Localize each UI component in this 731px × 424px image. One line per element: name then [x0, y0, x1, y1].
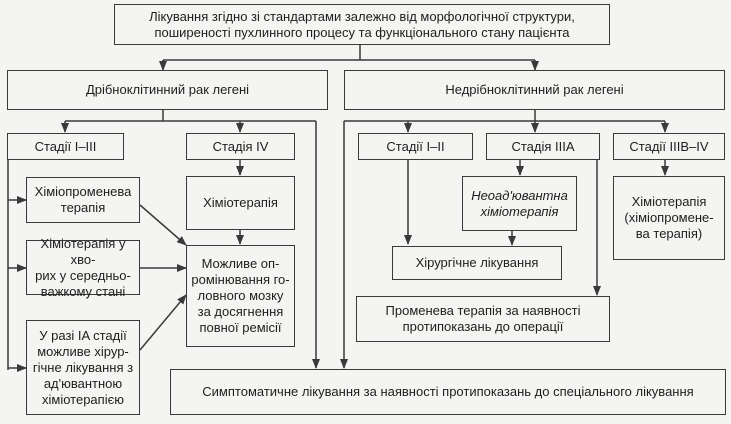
non-small-cell-branch-box: Недрібноклітинний рак легені: [344, 70, 725, 110]
stage-1-2-box: Стадії I–II: [358, 133, 473, 160]
top-box: Лікування згідно зі стандартами залежно …: [114, 4, 610, 45]
stage-1-3-box: Стадії I–III: [7, 133, 124, 160]
brain-irradiation-box: Можливе оп- ромінювання го- ловного мозк…: [186, 245, 295, 347]
stage-3a-box: Стадія IIIA: [486, 133, 600, 160]
radiation-box: Променева терапія за наявності протипока…: [356, 296, 610, 342]
chemo-radiation-box: Хіміотерапія (хіміопромене- ва терапія): [613, 176, 725, 260]
chemoradiation-box: Хіміопроменева терапія: [26, 177, 140, 223]
stage-4-box: Стадія IV: [186, 133, 295, 160]
neoadjuvant-box: Неоад'ювантна хіміотерапія: [462, 176, 577, 231]
stage-3b-4-box: Стадії IIIB–IV: [613, 133, 725, 160]
chemo-moderate-box: Хіміотерапія у хво- рих у середньо- важк…: [26, 236, 140, 299]
surgery-box: Хірургічне лікування: [392, 246, 562, 280]
small-cell-branch-box: Дрібноклітинний рак легені: [7, 70, 328, 110]
stage-ia-box: У разі IA стадії можливе хірур- гічне лі…: [26, 320, 140, 415]
chemotherapy-box: Хіміотерапія: [186, 176, 295, 230]
bottom-box: Симптоматичне лікування за наявності про…: [170, 369, 726, 415]
